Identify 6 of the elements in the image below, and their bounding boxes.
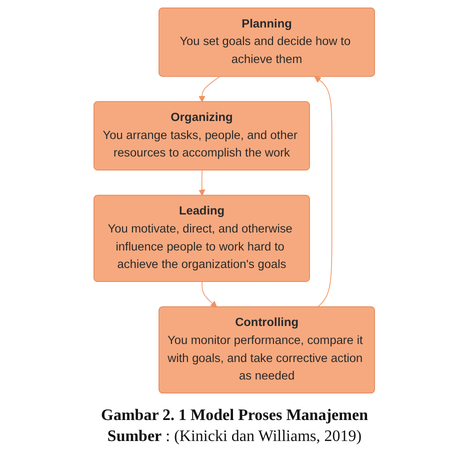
arrow (198, 76, 220, 102)
arrow (198, 170, 206, 196)
source-note: Sumber : (Kinicki dan Williams, 2019) (106, 428, 363, 446)
figure-caption: Gambar 2. 1 Model Proses Manajemen (101, 407, 368, 425)
arrow (314, 76, 332, 308)
arrow (202, 282, 218, 308)
